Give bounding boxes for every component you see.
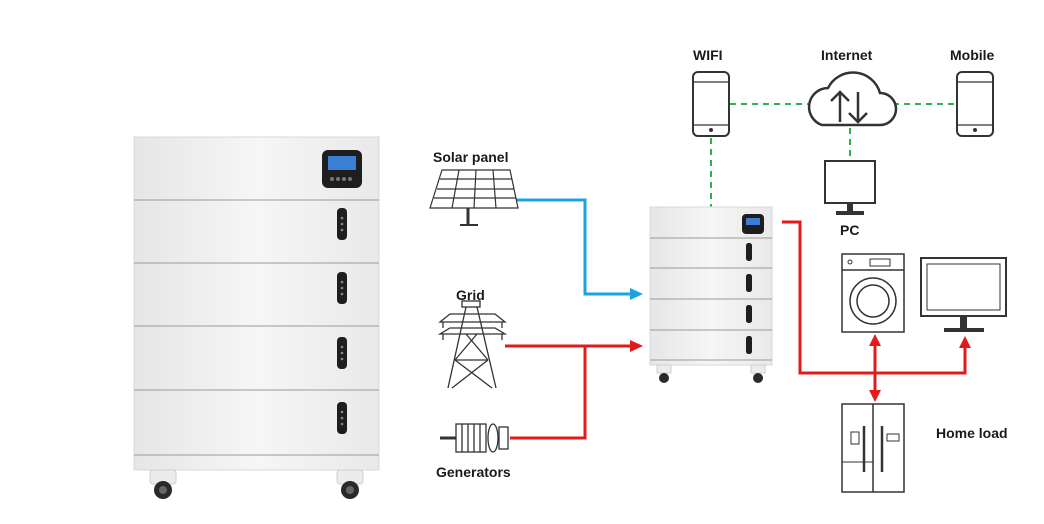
mobile-phone-icon — [956, 71, 994, 137]
module-indicator-icon — [337, 337, 347, 369]
mobile-label: Mobile — [950, 47, 995, 63]
wifi-label: WIFI — [693, 47, 723, 63]
tv-monitor-icon — [920, 257, 1007, 332]
wheel-icon — [336, 469, 364, 499]
grid-label: Grid — [456, 287, 485, 303]
wifi-phone-icon — [692, 71, 730, 137]
pc-label: PC — [840, 222, 860, 238]
module-indicator-icon — [337, 272, 347, 304]
wheel-icon — [149, 469, 177, 499]
washing-machine-icon — [841, 253, 905, 333]
internet-label: Internet — [821, 47, 873, 63]
large-battery-stack — [133, 136, 380, 499]
generator-connection-line — [510, 346, 587, 440]
generators-label: Generators — [436, 464, 511, 480]
solar-connection-line — [515, 198, 643, 300]
pc-monitor-icon — [824, 160, 876, 215]
battery-display-icon — [322, 150, 362, 188]
cloud-icon — [807, 71, 898, 127]
grid-tower-icon — [437, 300, 508, 389]
home-load-label: Home load — [936, 425, 1008, 441]
module-indicator-icon — [337, 208, 347, 240]
solar-panel-icon — [429, 169, 519, 226]
module-indicator-icon — [337, 402, 347, 434]
grid-connection-line — [505, 340, 643, 352]
module-indicator-icon — [746, 305, 752, 323]
refrigerator-icon — [841, 403, 905, 493]
module-indicator-icon — [746, 336, 752, 354]
network-connection-lines — [710, 103, 955, 208]
solar-panel-label: Solar panel — [433, 149, 509, 165]
module-indicator-icon — [746, 243, 752, 261]
wheel-icon — [750, 364, 766, 383]
generator-icon — [440, 423, 509, 453]
home-load-connection-line — [782, 220, 971, 402]
battery-display-icon — [742, 214, 764, 234]
wheel-icon — [656, 364, 672, 383]
module-indicator-icon — [746, 274, 752, 292]
small-battery-stack — [649, 206, 773, 383]
